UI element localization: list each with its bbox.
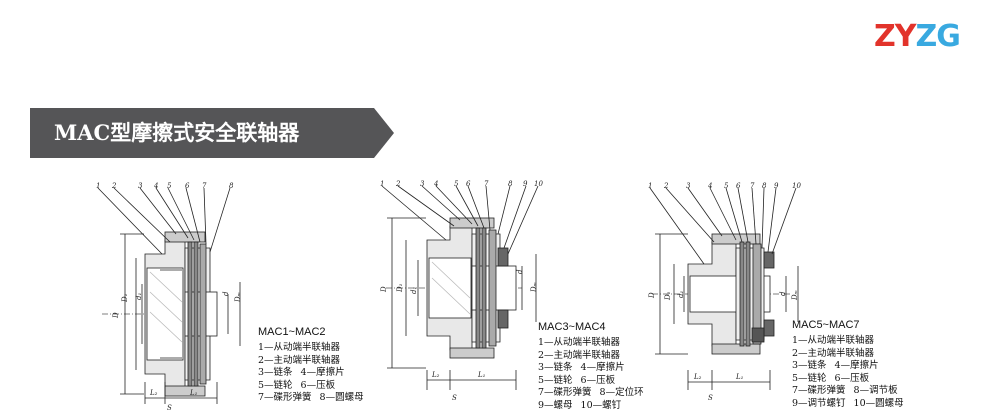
dim-label-Dm: Dₘ [530,282,538,293]
legend-item: 2—主动端半联轴器 [258,354,341,366]
legend-item: 5—链轮 [538,374,573,386]
legend-item: 5—链轮 [258,379,293,391]
dim-label-D1: D₁ [396,283,404,293]
legend-item: 9—调节螺钉 [792,397,846,409]
legend-item: 6—压板 [834,372,870,384]
legend-item: 3—链条 [258,367,293,378]
model-label: MAC1~MAC2 [258,326,326,338]
part-number: 1 [380,180,384,188]
part-number: 5 [724,182,729,190]
coupling-drawing-mac5-7: 1 2 3 4 5 6 7 8 9 10 D D₁ d₁ d Dₘ L₂ L₁ … [648,182,801,402]
legend-item: 1—从动端半联轴器 [538,337,621,348]
part-number: 9 [774,182,779,190]
part-number: 3 [686,182,691,190]
legend-item: 6—压板 [580,374,616,386]
model-label: MAC3~MAC4 [538,321,606,333]
part-number: 4 [707,182,712,190]
legend-item: 4—摩擦片 [300,367,345,378]
part-number: 10 [534,180,543,188]
legend-item: 8—圆螺母 [319,392,364,403]
legend-item: 8—定位环 [599,387,644,398]
dim-label-D: D [380,286,388,293]
part-number: 10 [792,182,801,190]
dim-label-D1: D₁ [664,291,672,301]
legend-item: 9—螺母 [538,399,573,411]
part-number: 6 [185,182,190,190]
part-number: 6 [736,182,741,190]
dim-label-d: d [222,291,230,296]
part-number: 7 [202,182,207,190]
coupling-drawing-mac1-2: 1 2 3 4 5 6 7 8 D D₁ d₁ d Dₘ L₂ L₁ S [96,182,242,412]
dim-label-d1: d₁ [410,287,418,294]
page-title: MAC型摩擦式安全联轴器 [54,120,300,145]
legend-item: 6—压板 [300,379,336,391]
coupling-drawing-mac3-4: 1 2 3 4 5 6 7 8 9 10 D D₁ d₁ d Dₘ L₂ L₁ … [380,180,543,402]
legend-item: 10—螺钉 [580,399,622,411]
part-number: 1 [96,182,100,190]
part-number: 1 [648,182,652,190]
dim-label-L1: L₁ [477,371,486,379]
dim-label-D: D [112,312,120,319]
part-number: 7 [750,182,755,190]
legend-item: 3—链条 [792,360,827,371]
dim-label-L1: L₁ [189,389,198,397]
legend-item: 1—从动端半联轴器 [258,342,341,353]
dim-label-L2: L₂ [693,373,702,381]
legend-item: 2—主动端半联轴器 [538,349,621,361]
part-number: 8 [229,182,234,190]
logo-part-1: ZY [874,19,916,54]
part-number: 2 [395,180,401,188]
dim-label-S: S [452,394,457,402]
dim-label-S: S [708,394,713,402]
dim-label-d: d [779,291,787,296]
part-number: 3 [420,180,425,188]
legend-item: 3—链条 [538,362,573,373]
legend-item: 7—碟形弹簧 [258,392,312,403]
part-number: 9 [523,180,528,188]
legend-item: 1—从动端半联轴器 [792,335,875,346]
brand-logo: ZYZG [874,19,961,54]
dim-label-L1: L₁ [735,373,744,381]
logo-part-2: ZG [915,19,960,54]
legend-item: 5—链轮 [792,372,827,384]
part-number: 5 [454,180,459,188]
legend-item: 4—摩擦片 [580,362,625,373]
part-number: 2 [111,182,117,190]
legend-item: 7—碟形弹簧 [538,387,592,398]
dim-label-S: S [167,404,172,412]
part-number: 7 [484,180,489,188]
part-number: 2 [663,182,669,190]
legend-item: 7—碟形弹簧 [792,385,846,396]
part-number: 4 [433,180,438,188]
dim-label-L2: L₂ [149,389,158,397]
dim-label-d1: d₁ [135,293,143,300]
dim-label-D: D [648,292,656,299]
legend-item: 10—圆螺母 [853,397,904,409]
dim-label-D1: D₁ [121,293,129,303]
part-number: 8 [508,180,513,188]
dim-label-d1: d₁ [677,291,685,298]
dim-label-L2: L₂ [431,371,440,379]
model-label: MAC5~MAC7 [792,319,860,331]
part-number: 6 [466,180,471,188]
legend-item: 8—调节板 [853,385,898,396]
legend-item: 2—主动端半联轴器 [792,347,875,359]
part-number: 8 [762,182,767,190]
dim-label-Dm: Dₘ [791,290,799,301]
section-banner: MAC型摩擦式安全联轴器 [30,108,394,158]
part-number: 4 [153,182,158,190]
legend-item: 4—摩擦片 [834,360,879,371]
part-number: 3 [138,182,143,190]
dim-label-d: d [516,269,524,274]
dim-label-Dm: Dₘ [234,292,242,303]
part-number: 5 [167,182,172,190]
